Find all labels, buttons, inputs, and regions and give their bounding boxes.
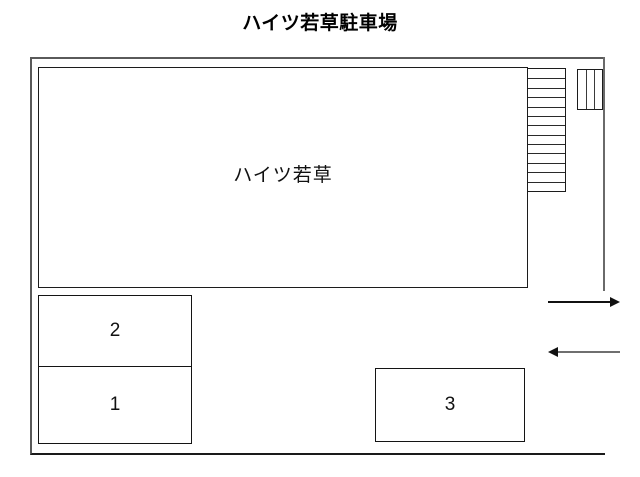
stair-step (528, 125, 565, 126)
building-outline (38, 67, 528, 288)
building-label: ハイツ若草 (233, 165, 333, 186)
stair-step (528, 163, 565, 164)
stair-step (528, 153, 565, 154)
meter-box-divider (594, 70, 595, 109)
entry-arrow-shaft (556, 351, 620, 353)
stair-step (528, 107, 565, 108)
entry-arrow-head (548, 347, 558, 357)
stair-step (528, 182, 565, 183)
site-boundary-right-edge (603, 57, 605, 291)
parking-stall-1: 1 (109, 393, 121, 415)
stair-step (528, 88, 565, 89)
parking-stall-2: 2 (109, 320, 121, 341)
stair-step (528, 78, 565, 79)
stairs-icon (527, 68, 566, 192)
stair-step (528, 144, 565, 145)
page-title: ハイツ若草駐車場 (242, 13, 398, 34)
stair-step (528, 116, 565, 117)
parking-stall-3: 3 (375, 368, 525, 442)
stair-step (528, 97, 565, 98)
exit-arrow-icon (548, 297, 620, 307)
exit-arrow-head (610, 297, 620, 307)
site-boundary-outline (30, 57, 605, 455)
entry-arrow-icon (548, 347, 620, 357)
stall-divider (39, 366, 191, 367)
meter-box-divider (586, 70, 587, 109)
stair-step (528, 135, 565, 136)
meter-box-icon (577, 69, 603, 110)
stair-step (528, 172, 565, 173)
parking-stall-group-left: 2 1 (38, 295, 192, 444)
exit-arrow-shaft (548, 301, 612, 303)
